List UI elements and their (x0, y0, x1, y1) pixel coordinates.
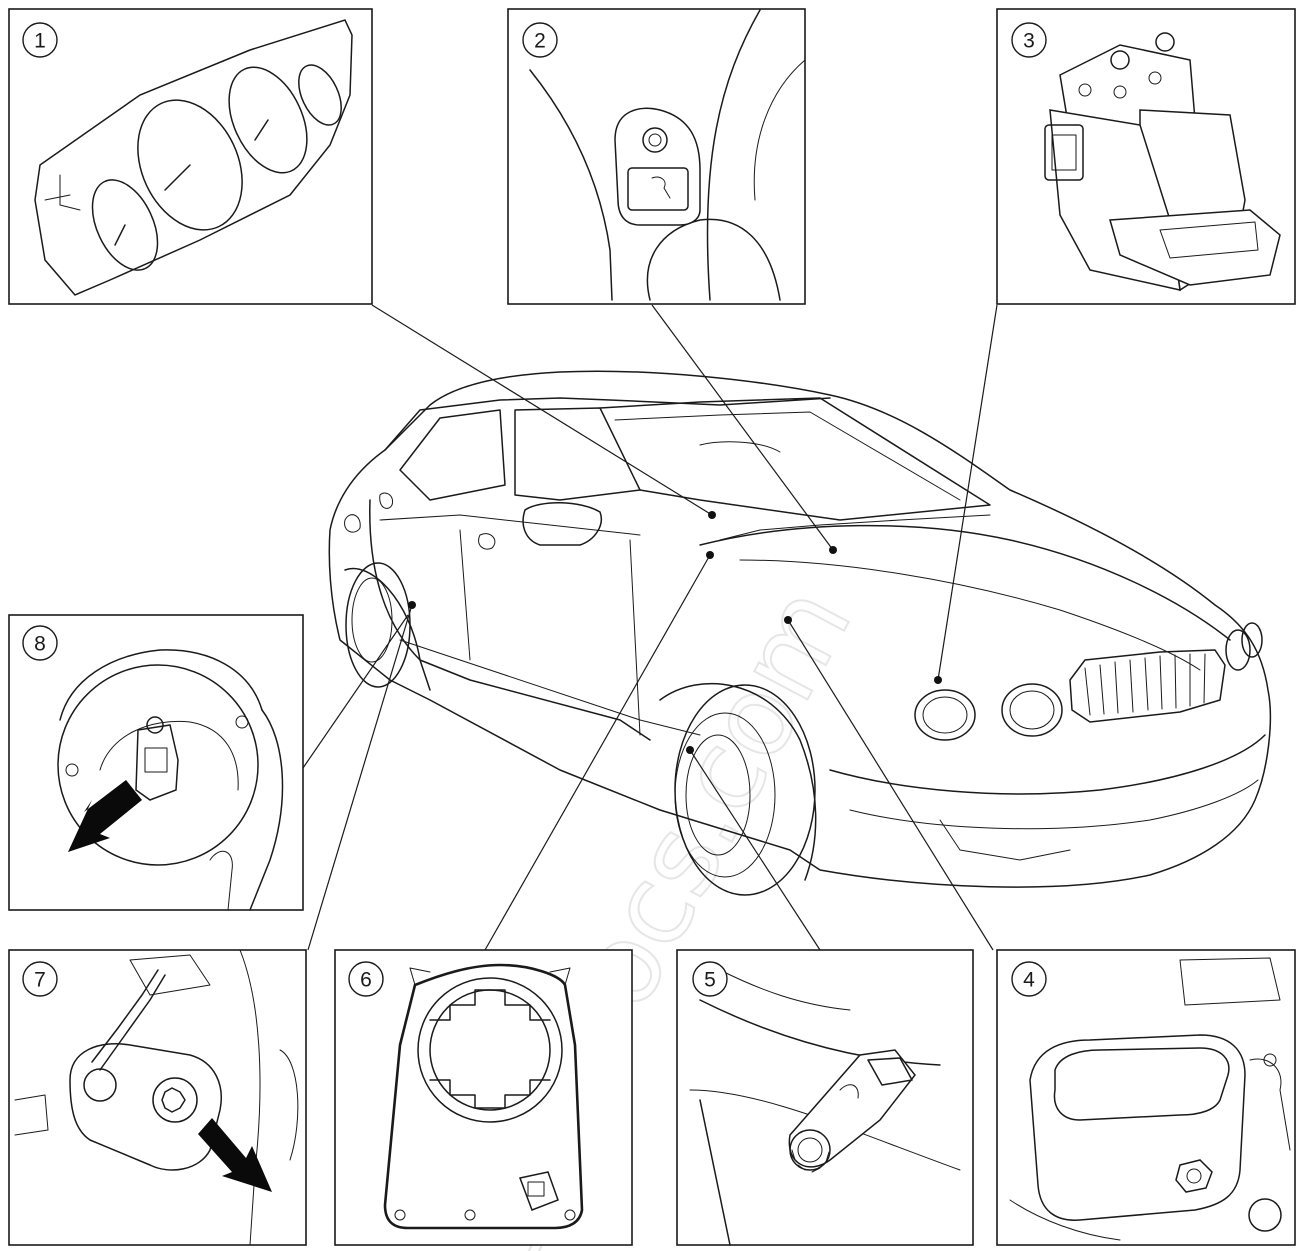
callout-badge-5: 5 (692, 961, 728, 997)
callout-label-5: 5 (704, 969, 716, 992)
leader-lines (302, 304, 998, 951)
leader-dot-5 (686, 746, 694, 754)
abs-module-drawing (1044, 32, 1281, 292)
callout-badge-1: 1 (22, 22, 58, 58)
car-illustration (328, 370, 1272, 896)
steering-switch-drawing (529, 9, 806, 301)
leader-line-6 (484, 554, 711, 951)
clockspring-drawing (383, 963, 584, 1230)
panel-2-steering-switch: 2 (507, 8, 806, 305)
panel-7-bolt-sensor: 7 (8, 949, 307, 1246)
leader-line-7 (307, 604, 413, 951)
leader-line-5 (689, 749, 821, 951)
leader-line-2 (651, 304, 834, 551)
leader-dot-7 (408, 601, 416, 609)
callout-badge-6: 6 (348, 961, 384, 997)
arrow-icon (198, 1118, 272, 1192)
leader-line-8 (302, 614, 409, 769)
callout-label-4: 4 (1023, 969, 1035, 992)
callout-label-3: 3 (1023, 30, 1035, 53)
callout-badge-7: 7 (22, 961, 58, 997)
callout-badge-3: 3 (1011, 22, 1047, 58)
callout-badge-2: 2 (522, 22, 558, 58)
yaw-sensor-drawing (1009, 957, 1291, 1241)
panel-1-instrument-cluster: 1 (8, 8, 373, 305)
leader-dot-4 (784, 616, 792, 624)
leader-dot-3 (934, 676, 942, 684)
panel-6-clockspring: 6 (334, 949, 633, 1246)
callout-label-8: 8 (34, 633, 46, 656)
panel-5-wheel-speed-sensor: 5 (676, 949, 974, 1246)
callout-badge-8: 8 (22, 625, 58, 661)
panel-8-sensor: 8 (8, 614, 304, 911)
callout-label-6: 6 (360, 969, 372, 992)
leader-dot-2 (829, 546, 837, 554)
sensor-8-drawing (57, 649, 284, 911)
instrument-cluster-drawing (34, 19, 353, 296)
callout-label-2: 2 (534, 30, 546, 53)
callout-label-7: 7 (34, 969, 46, 992)
sensor-7-drawing (14, 949, 299, 1246)
panel-4-yaw-rate-sensor: 4 (996, 949, 1296, 1246)
leader-line-4 (787, 619, 994, 951)
arrow-icon (68, 780, 142, 852)
callout-label-1: 1 (34, 30, 46, 53)
panel-3-abs-module: 3 (996, 8, 1296, 305)
leader-line-3 (937, 304, 998, 681)
leader-dot-6 (706, 551, 714, 559)
leader-line-1 (371, 304, 713, 516)
sensor-5-drawing (689, 969, 961, 1246)
callout-badge-4: 4 (1011, 961, 1047, 997)
leader-dot-1 (708, 511, 716, 519)
